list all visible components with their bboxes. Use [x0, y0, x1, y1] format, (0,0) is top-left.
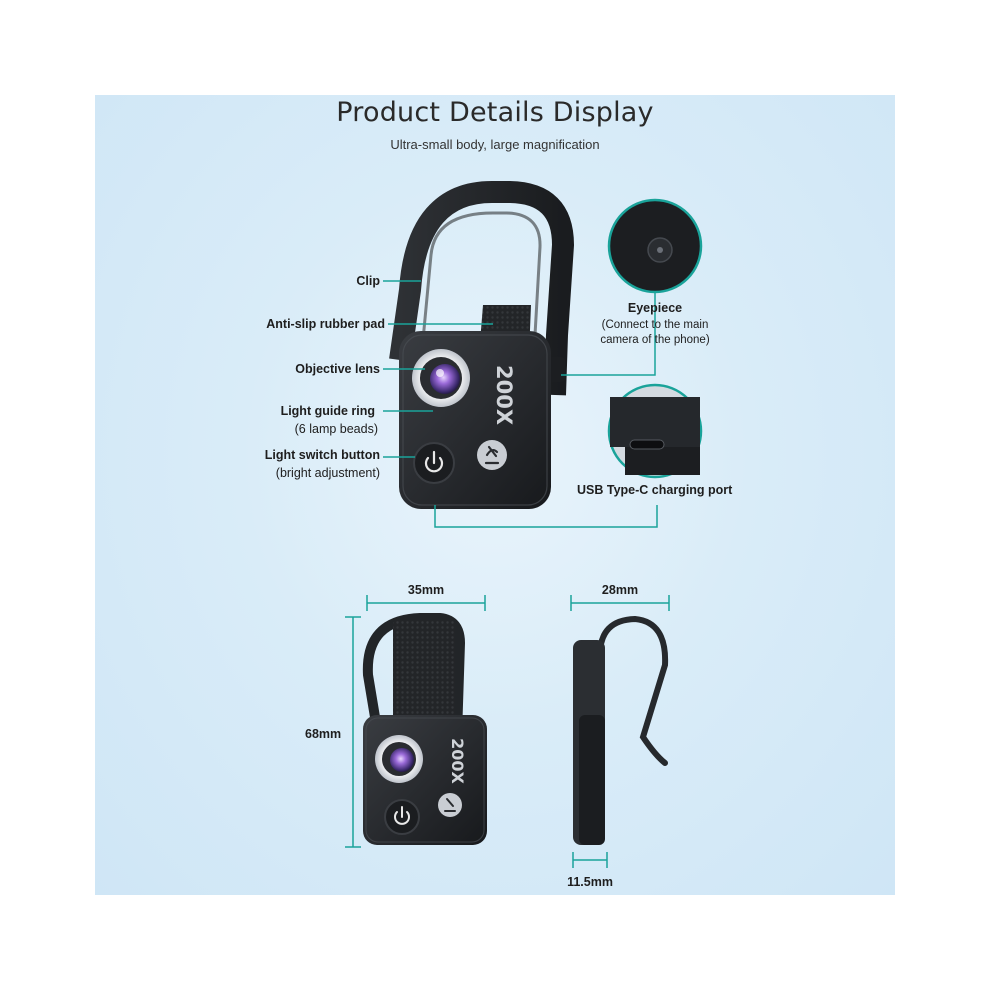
label-eyepiece-note-1: (Connect to the main	[601, 319, 709, 331]
device-side-view	[573, 615, 669, 845]
device-main	[389, 180, 574, 509]
badge-200x-bottom: 200X	[448, 738, 467, 784]
label-light-switch-note: (bright adjustment)	[275, 466, 380, 480]
device-front-view	[362, 613, 487, 845]
clip	[389, 180, 574, 396]
badge-200x-top: 200X	[492, 365, 516, 425]
page-title: Product Details Display	[336, 97, 654, 128]
label-objective-lens: Objective lens	[295, 362, 380, 376]
dimension-lines	[345, 595, 670, 868]
label-usb-port: USB Type-C charging port	[577, 483, 733, 497]
label-eyepiece-note-2: camera of the phone)	[600, 334, 710, 346]
label-light-guide-ring-note: (6 lamp beads)	[294, 422, 378, 436]
product-panel: Product Details Display Ultra-small body…	[95, 95, 895, 895]
label-clip: Clip	[356, 274, 380, 288]
usb-port-inset	[607, 383, 703, 479]
dimension-width: 35mm	[407, 583, 445, 597]
dimension-thickness: 11.5mm	[567, 875, 613, 889]
callout-lines	[383, 280, 658, 528]
page-subtitle: Ultra-small body, large magnification	[390, 137, 600, 152]
objective-lens	[430, 364, 460, 394]
label-eyepiece: Eyepiece	[627, 301, 683, 315]
dimension-depth: 28mm	[601, 583, 639, 597]
dimension-height: 68mm	[305, 727, 342, 741]
usb-c-port	[629, 439, 665, 450]
eyepiece-inset	[607, 198, 703, 295]
label-light-switch: Light switch button	[264, 448, 380, 462]
microscope-logo-icon	[477, 440, 507, 470]
label-light-guide-ring: Light guide ring	[280, 404, 375, 418]
product-illustration: 200X	[345, 180, 703, 868]
label-anti-slip-pad: Anti-slip rubber pad	[266, 317, 385, 331]
